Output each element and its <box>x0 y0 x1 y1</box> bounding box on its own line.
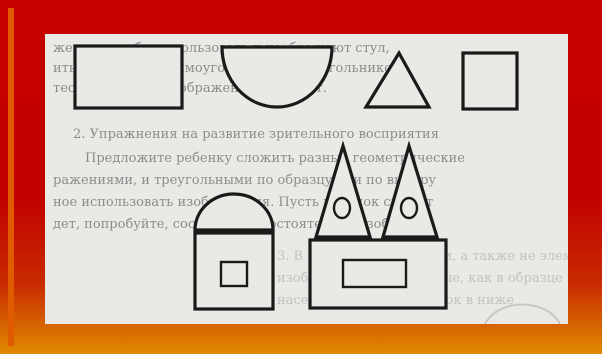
bg-line-6: ражениями, и треугольными по образцу или… <box>53 173 436 188</box>
left-tower-window <box>334 198 350 218</box>
right-tower-window <box>401 198 417 218</box>
semicircle-shape <box>222 47 332 107</box>
square-shape <box>463 53 517 109</box>
rectangle-shape <box>75 46 182 108</box>
page-drawing: жения, что бы использовать и изображают … <box>45 34 568 324</box>
house-window <box>221 262 247 286</box>
scanned-page-photo: жения, что бы использовать и изображают … <box>45 34 568 324</box>
house-with-dome-shape <box>195 194 273 309</box>
bg-line-4: 2. Упражнения на развитие зрительного во… <box>73 127 439 142</box>
towers-house-window <box>343 260 406 287</box>
